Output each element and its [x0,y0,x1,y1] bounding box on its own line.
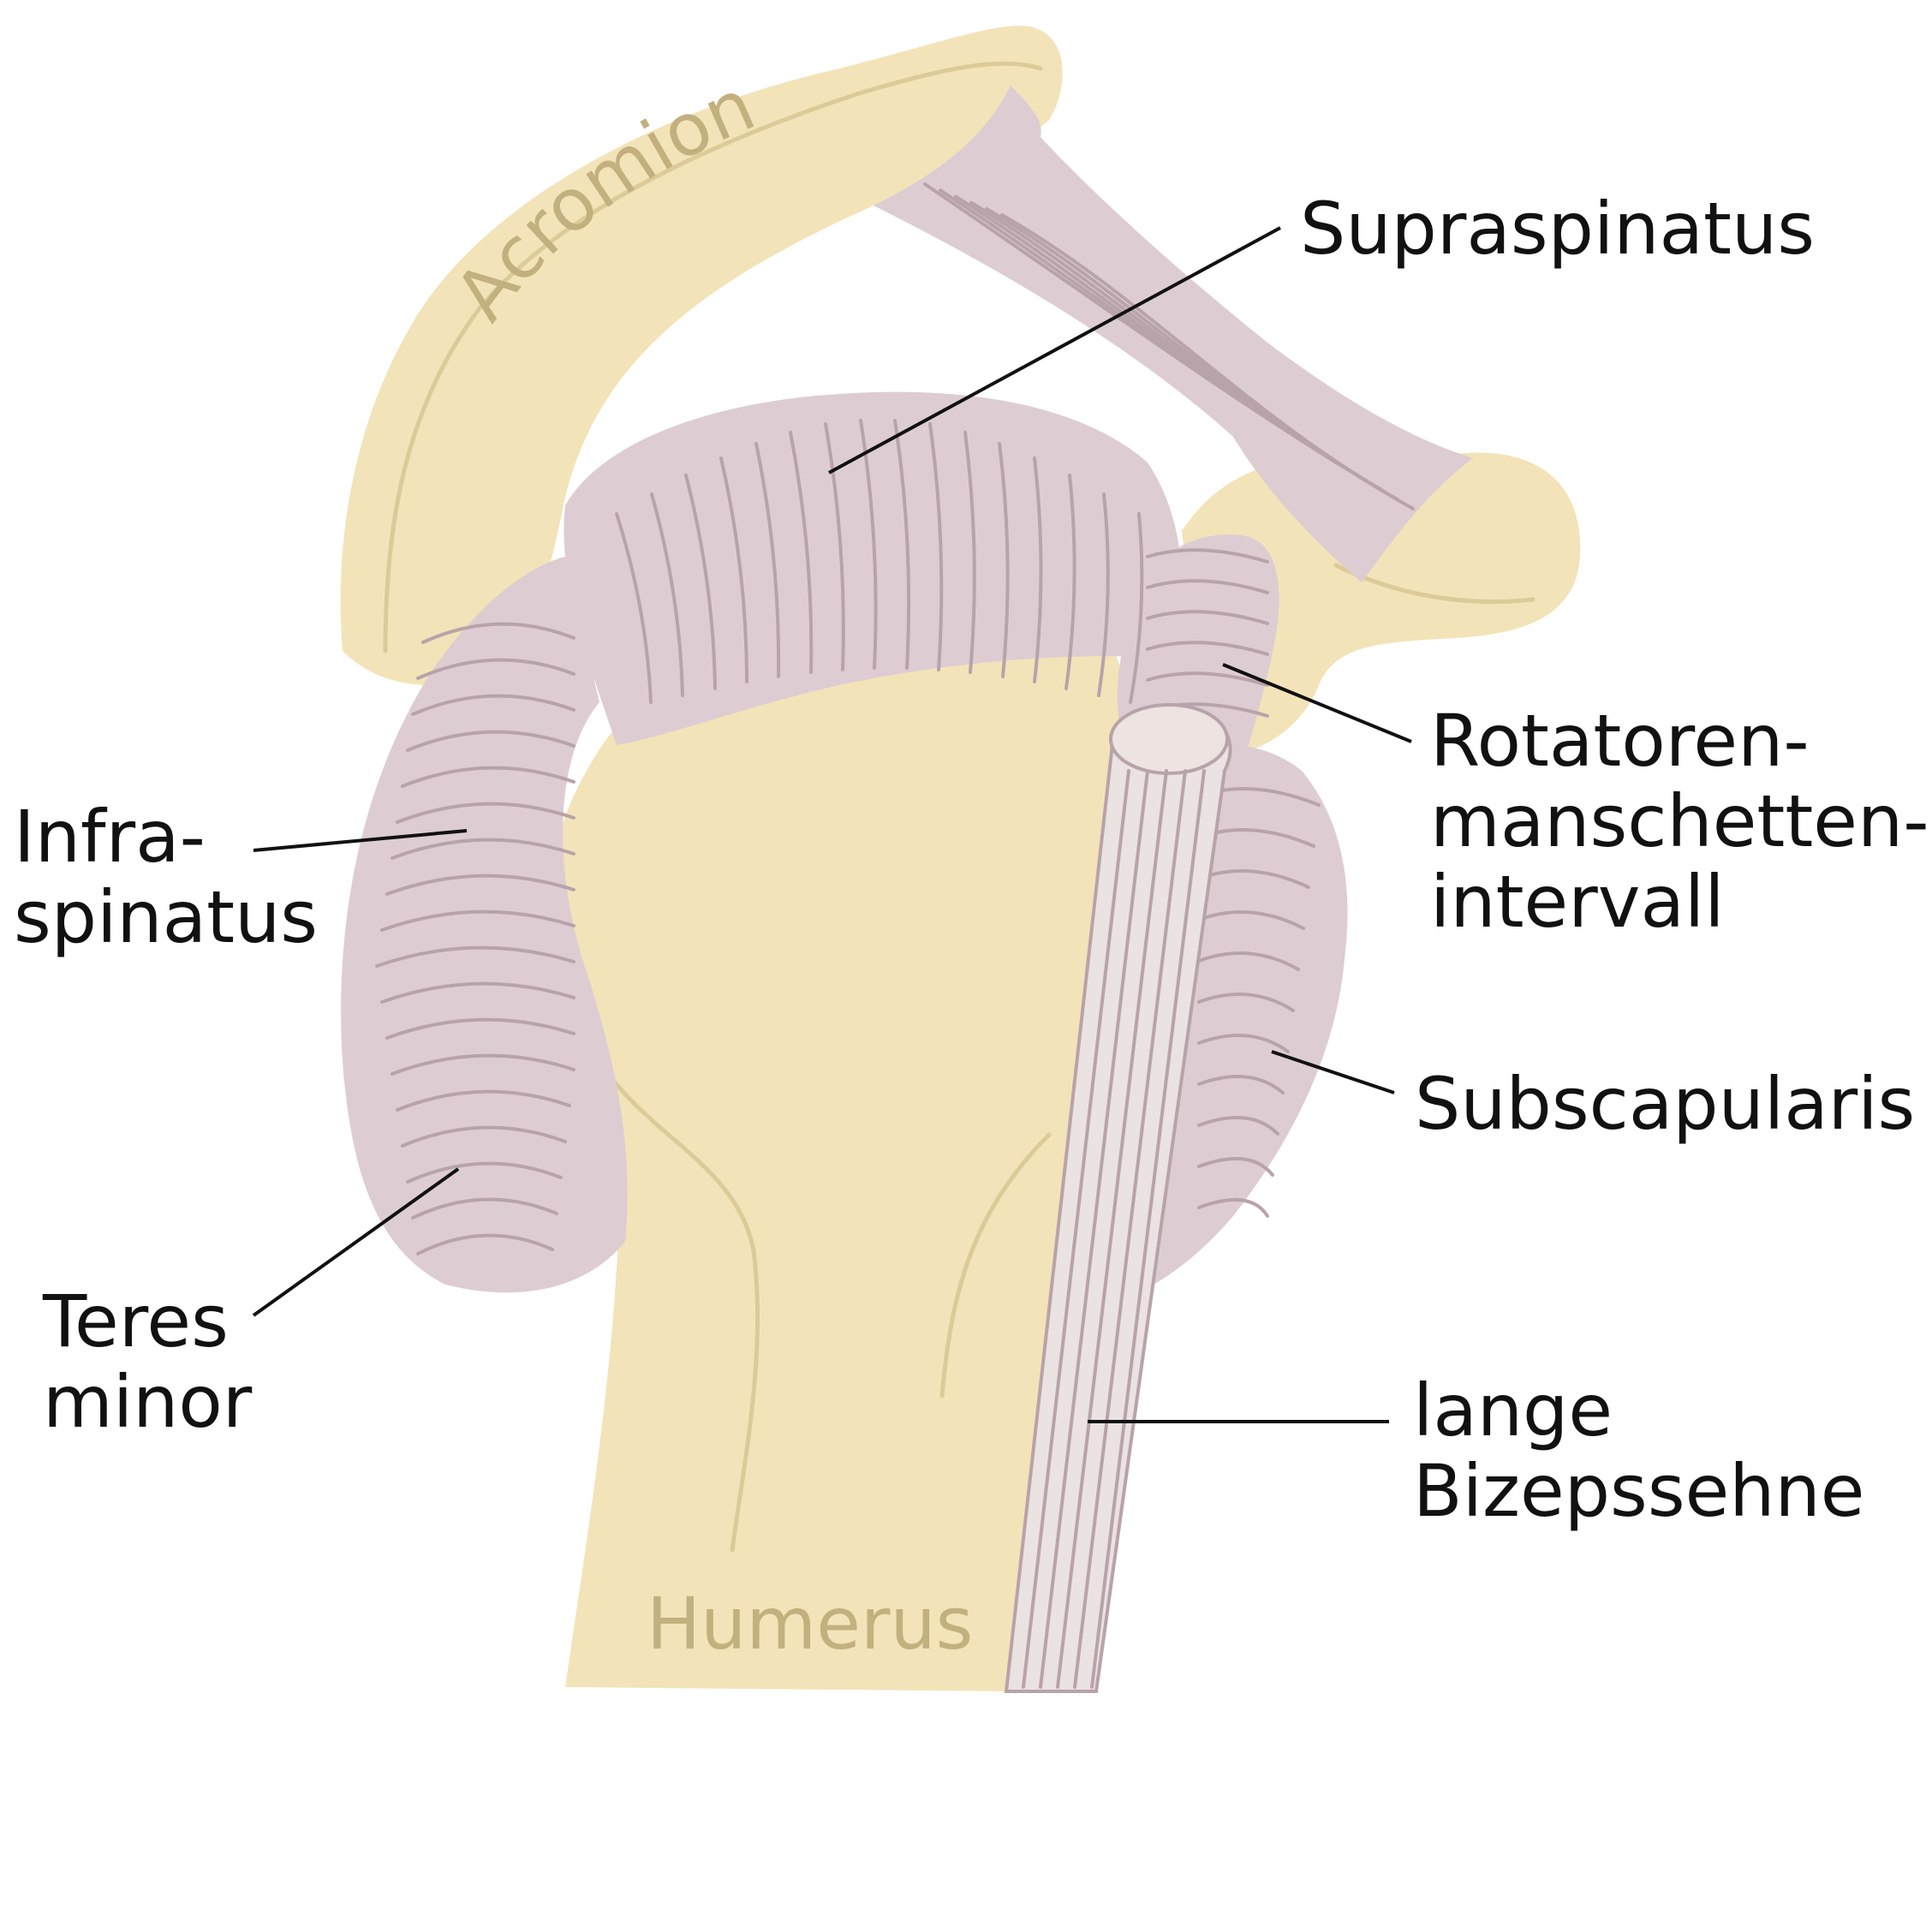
subscapularis-fiber [1197,1034,1290,1053]
teres-minor-leader [252,1167,460,1317]
supraspinatus-label-line: Supraspinatus [1300,187,1815,271]
subscapularis-fiber [1197,910,1305,930]
supraspinatus-fiber [1097,492,1110,697]
infraspinatus-fiber [396,802,575,824]
humerus-label: Humerus [647,1582,973,1666]
humerus-contour [939,1132,1052,1398]
rotator-interval-fiber [1146,548,1269,564]
subscapularis-label: Subscapularis [1415,1062,1915,1146]
biceps-tendon [1004,703,1232,1693]
acromion-ridge [383,61,1043,653]
subscapularis-label-line: Subscapularis [1415,1062,1915,1146]
supraspinatus-fiber [684,474,717,690]
teres-minor-label-line-2: minor [43,1360,253,1444]
leader-lines [252,226,1412,1423]
supraspinatus-fiber [650,492,684,697]
supraspinatus-fiber [963,431,976,674]
coracoid-shape [1182,452,1581,754]
subscapularis-fiber [1197,993,1295,1012]
rotator-cuff-muscles [341,86,1473,1310]
subscapularis-fiber [1197,1198,1269,1218]
infraspinatus-fiber [406,730,575,752]
biceps-tendon-fiber [1056,769,1168,1689]
biceps-tendon-label-line-1: lange [1413,1368,1613,1452]
supraspinatus-fiber [719,456,748,683]
infraspinatus-fiber [385,1017,575,1040]
supraspinatus-fiber [893,419,911,670]
muscle-fibers [375,182,1415,1255]
infraspinatus-fiber [411,1197,558,1219]
rotator-interval-fiber [1146,579,1269,594]
rotator-interval-fiber [1146,671,1269,687]
supraspinatus-fiber [928,422,944,671]
humerus-contour [597,1059,760,1553]
rotator-interval-leader [1222,663,1412,743]
rotator-interval-label-line-3: intervall [1430,860,1725,944]
subscapularis-fiber [1197,951,1300,971]
infraspinatus-fiber [385,874,575,896]
subscapularis-fiber [1197,1075,1285,1094]
subscapularis-fiber [1197,1116,1279,1136]
infraspinatus-fiber [406,1161,563,1184]
infraspinatus-fiber [416,1233,554,1255]
infraspinatus-fiber [401,1125,567,1148]
biceps-tendon-fiber [1090,769,1206,1689]
biceps-tendon-fiber [1073,769,1187,1689]
humerus-shape [545,610,1129,1691]
infraspinatus-label-line-1: Infra- [14,795,206,879]
rotator-interval-label-line-1: Rotatoren- [1430,699,1810,783]
infraspinatus-fiber [375,945,575,968]
biceps-tendon-head [1109,703,1229,775]
labels: Supraspinatus Rotatoren- manschetten- in… [14,187,1932,1533]
supraspinatus-fiber [1064,474,1076,690]
rotator-interval-label-line-2: manschetten- [1430,779,1929,863]
infraspinatus-leader [253,829,468,852]
supraspinatus-muscle [564,391,1182,745]
supraspinatus-tendon [874,86,1473,582]
supraspinatus-fiber [1129,512,1144,704]
subscapularis-fiber [1197,1157,1274,1177]
supraspinatus-fiber [824,422,845,671]
infraspinatus-label-line-2: spinatus [14,875,318,959]
infraspinatus-fiber [401,766,575,788]
supraspinatus-fiber [754,442,781,678]
biceps-tendon-fiber [1039,769,1149,1689]
supraspinatus-fiber [789,431,814,674]
supraspinatus-fiber [1033,456,1043,683]
infraspinatus-fiber [380,909,575,932]
biceps-tendon-label: lange Bizepssehne [1413,1368,1864,1533]
biceps-tendon-label-line-2: Bizepssehne [1413,1449,1864,1533]
supraspinatus-fiber [998,442,1010,678]
rotator-interval-label: Rotatoren- manschetten- intervall [1430,699,1932,944]
infraspinatus-fiber [411,694,575,716]
supraspinatus-fiber [615,512,653,704]
supraspinatus-tendon-fiber [1000,213,1415,510]
supraspinatus-leader [828,226,1281,474]
teres-minor-label-line-1: Teres [42,1279,229,1363]
rotator-interval-fiber [1146,610,1269,625]
infraspinatus-fiber [380,981,575,1004]
biceps-tendon-fiber [1022,769,1130,1689]
rotator-interval-fiber [1146,641,1269,656]
teres-minor-label: Teres minor [42,1279,253,1444]
infraspinatus-fiber [421,622,575,644]
infraspinatus-fiber [396,1089,571,1112]
infraspinatus-fiber [416,658,575,680]
biceps-tendon-fibers [1022,769,1206,1689]
supraspinatus-label: Supraspinatus [1300,187,1815,271]
humerus-bone: Humerus [545,610,1129,1691]
infraspinatus-label: Infra- spinatus [14,795,318,959]
acromion-shape [340,26,1063,685]
infraspinatus-fiber [391,1053,575,1076]
subscapularis-leader [1271,1050,1395,1094]
infraspinatus-fiber [391,838,575,860]
